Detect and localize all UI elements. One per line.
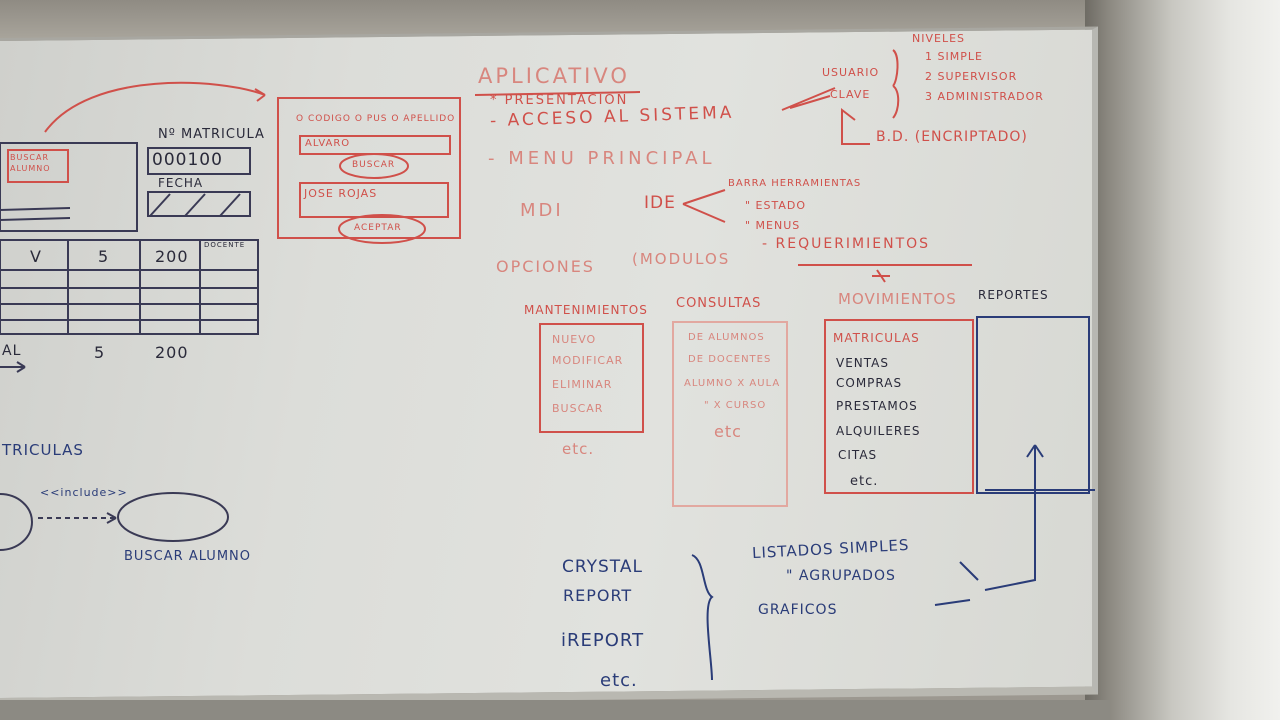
matriculas-label: TRICULAS — [2, 441, 84, 459]
mdi: MDI — [520, 200, 564, 221]
buscar-alumno-box — [7, 149, 69, 183]
aplicativo-title: APLICATIVO — [478, 64, 630, 88]
table-cell-200: 200 — [155, 247, 189, 266]
left-form-sketch — [0, 142, 259, 551]
output-graficos: GRAFICOS — [758, 602, 838, 618]
cons-curso: " X CURSO — [704, 400, 767, 411]
mov-compras: COMPRAS — [836, 376, 903, 390]
total-200: 200 — [155, 343, 189, 362]
total-label: AL — [2, 343, 22, 359]
mov-ventas: VENTAS — [836, 356, 889, 370]
consultas-title: CONSULTAS — [676, 296, 762, 311]
bd-encriptado: B.D. (ENCRIPTADO) — [876, 129, 1028, 145]
form-aceptar-button: ACEPTAR — [354, 223, 402, 233]
clave: CLAVE — [830, 88, 871, 101]
reportes-title: REPORTES — [978, 288, 1049, 302]
niveles-title: NIVELES — [912, 32, 966, 45]
mant-eliminar: ELIMINAR — [552, 378, 613, 391]
wall-right — [1085, 0, 1280, 720]
matricula-label: Nº MATRICULA — [158, 127, 265, 142]
mov-matriculas: MATRICULAS — [833, 331, 920, 345]
opciones: OPCIONES — [496, 257, 595, 276]
reportes-sketch — [691, 316, 1095, 681]
ide-menus: " MENUS — [745, 219, 801, 232]
tools-etc: etc. — [600, 670, 638, 691]
nivel-3: 3 ADMINISTRADOR — [925, 90, 1044, 103]
cons-alumno-aula: ALUMNO X AULA — [684, 378, 781, 389]
docente-header: DOCENTE — [204, 241, 246, 249]
tool-crystal: CRYSTAL — [562, 557, 643, 577]
tool-ireport: iREPORT — [561, 630, 645, 651]
marker-tray — [0, 700, 1110, 720]
mant-modificar: MODIFICAR — [552, 354, 624, 367]
matricula-value: 000100 — [152, 150, 223, 170]
mant-nuevo: NUEVO — [552, 333, 597, 346]
ide-barra: BARRA HERRAMIENTAS — [728, 178, 862, 189]
mantenimientos-title: MANTENIMIENTOS — [524, 303, 648, 317]
total-5: 5 — [94, 343, 106, 362]
menu-principal: - MENU PRINCIPAL — [488, 148, 716, 169]
form-header: O CODIGO O PUS O APELLIDO — [296, 114, 456, 124]
requerimientos: - REQUERIMIENTOS — [762, 236, 931, 252]
mant-buscar: BUSCAR — [552, 402, 604, 415]
cons-etc: etc — [714, 422, 742, 441]
form-search-value: ALVARO — [305, 138, 351, 149]
include-label: <<include>> — [40, 486, 128, 499]
mov-prestamos: PRESTAMOS — [836, 399, 918, 413]
output-agrupados: " AGRUPADOS — [786, 568, 896, 584]
mov-etc: etc. — [850, 474, 879, 489]
form-buscar-button: BUSCAR — [352, 160, 396, 170]
mov-citas: CITAS — [838, 448, 878, 462]
usuario: USUARIO — [822, 66, 880, 79]
mov-alquileres: ALQUILERES — [836, 424, 921, 438]
table-cell-5: 5 — [98, 247, 110, 266]
modulos: (MODULOS — [632, 250, 731, 268]
nivel-1: 1 SIMPLE — [925, 50, 983, 63]
ide-estado: " ESTADO — [745, 199, 807, 212]
ide: IDE — [644, 193, 676, 213]
presentacion: * PRESENTACION — [490, 93, 629, 108]
buscar-alumno-button-sketch: BUSCAR ALUMNO — [10, 153, 51, 173]
cons-docentes: DE DOCENTES — [688, 354, 772, 365]
fecha-label: FECHA — [158, 176, 204, 190]
tool-report: REPORT — [563, 586, 633, 605]
movimientos-title: MOVIMIENTOS — [838, 290, 957, 308]
form-result: JOSE ROJAS — [304, 187, 378, 200]
buscar-alumno-usecase: BUSCAR ALUMNO — [124, 549, 251, 564]
mant-etc: etc. — [562, 440, 595, 458]
cons-alumnos: DE ALUMNOS — [688, 332, 765, 343]
nivel-2: 2 SUPERVISOR — [925, 70, 1018, 83]
table-cell-v: V — [30, 247, 42, 266]
